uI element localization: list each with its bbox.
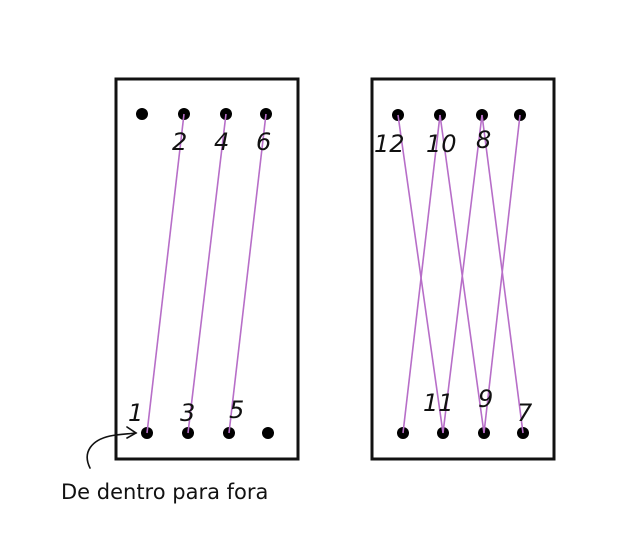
right-label-7: 7	[517, 399, 533, 427]
left-top-hole-1	[136, 108, 148, 120]
right-thread-10-9	[439, 114, 485, 434]
caption: De dentro para fora	[61, 480, 268, 504]
left-bottom-hole-4	[262, 427, 274, 439]
right-thread-12-11	[397, 114, 444, 434]
right-panel: 12 10 8 11 9 7	[370, 77, 556, 461]
left-label-4: 4	[214, 128, 229, 156]
annotation-arrow	[86, 426, 138, 469]
right-thread-10-bottom1	[402, 114, 441, 434]
left-thread-1-2	[146, 113, 185, 434]
left-panel: 2 4 6 1 3 5	[114, 77, 300, 461]
left-panel-frame	[114, 77, 300, 461]
left-label-1: 1	[128, 399, 143, 427]
left-thread-5-6	[228, 113, 267, 434]
right-panel-frame	[370, 77, 556, 461]
right-label-9: 9	[478, 385, 493, 413]
right-label-11: 11	[423, 389, 454, 417]
right-label-8: 8	[476, 126, 491, 154]
right-thread-8-7	[481, 114, 524, 434]
right-label-12: 12	[374, 130, 405, 158]
curved-arrow-icon	[86, 432, 137, 469]
left-label-6: 6	[256, 128, 271, 156]
left-thread-3-4	[187, 113, 227, 434]
arrow-head-icon	[126, 426, 138, 439]
left-label-2: 2	[172, 128, 187, 156]
left-label-5: 5	[229, 396, 244, 424]
right-label-10: 10	[426, 130, 457, 158]
left-label-3: 3	[180, 399, 195, 427]
